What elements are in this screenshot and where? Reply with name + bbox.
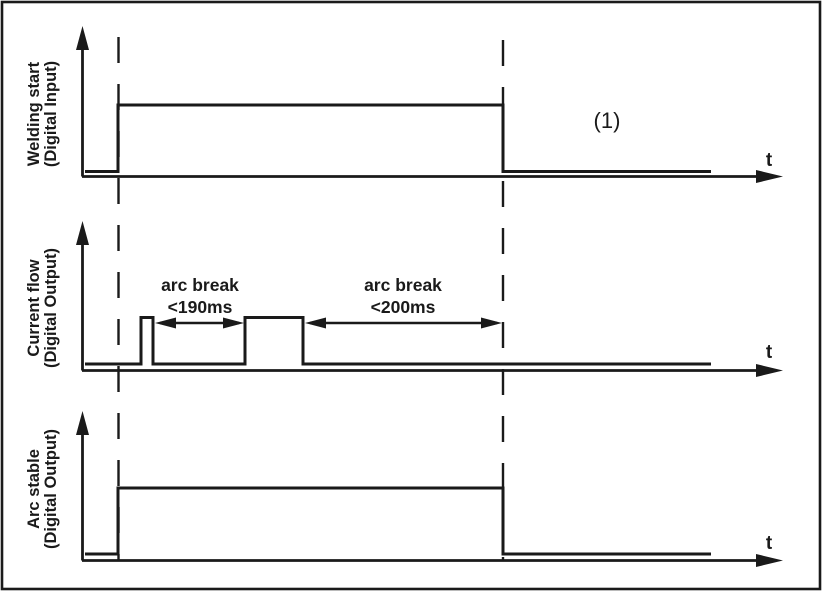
time-axis-arrowhead-icon — [756, 554, 783, 567]
welding-start-label-line1: Welding start — [25, 61, 43, 166]
arc-break-200-measure: arc break <200ms — [305, 275, 502, 329]
value-axis-arrowhead-icon — [76, 26, 89, 50]
measure-arrow-left-head-icon — [155, 317, 176, 329]
time-axis-arrowhead-icon — [756, 170, 783, 183]
panel-current-flow: Current flow (Digital Output) arc break … — [25, 221, 783, 377]
measure-arrow-left-head-icon — [305, 317, 326, 329]
arc-break-190-label-line1: arc break — [161, 275, 239, 295]
panel-welding-start: Welding start (Digital Input) (1) t — [25, 26, 783, 183]
arc-break-190-measure: arc break <190ms — [155, 275, 244, 329]
measure-arrow-right-head-icon — [223, 317, 244, 329]
arc-stable-label-line1: Arc stable — [25, 449, 43, 529]
arc-break-190-label-line2: <190ms — [168, 297, 233, 317]
value-axis-arrowhead-icon — [76, 221, 89, 245]
arc-stable-label-line2: (Digital Output) — [42, 429, 60, 549]
arc-stable-waveform — [85, 486, 711, 556]
value-axis-arrowhead-icon — [76, 411, 89, 435]
current-flow-label-line2: (Digital Output) — [42, 248, 60, 368]
reference-note: (1) — [594, 108, 621, 133]
current-flow-waveform — [85, 316, 711, 366]
arc-break-200-label-line1: arc break — [364, 275, 442, 295]
time-axis-label: t — [766, 150, 773, 171]
time-axis-label: t — [766, 533, 773, 554]
current-flow-label-line1: Current flow — [25, 259, 43, 356]
measure-arrow-right-head-icon — [481, 317, 502, 329]
welding-start-waveform — [85, 103, 711, 173]
time-axis-arrowhead-icon — [756, 364, 783, 377]
panel-arc-stable: Arc stable (Digital Output) t — [25, 411, 783, 567]
time-axis-label: t — [766, 342, 773, 363]
arc-break-200-label-line2: <200ms — [371, 297, 436, 317]
welding-start-label-line2: (Digital Input) — [42, 61, 60, 167]
